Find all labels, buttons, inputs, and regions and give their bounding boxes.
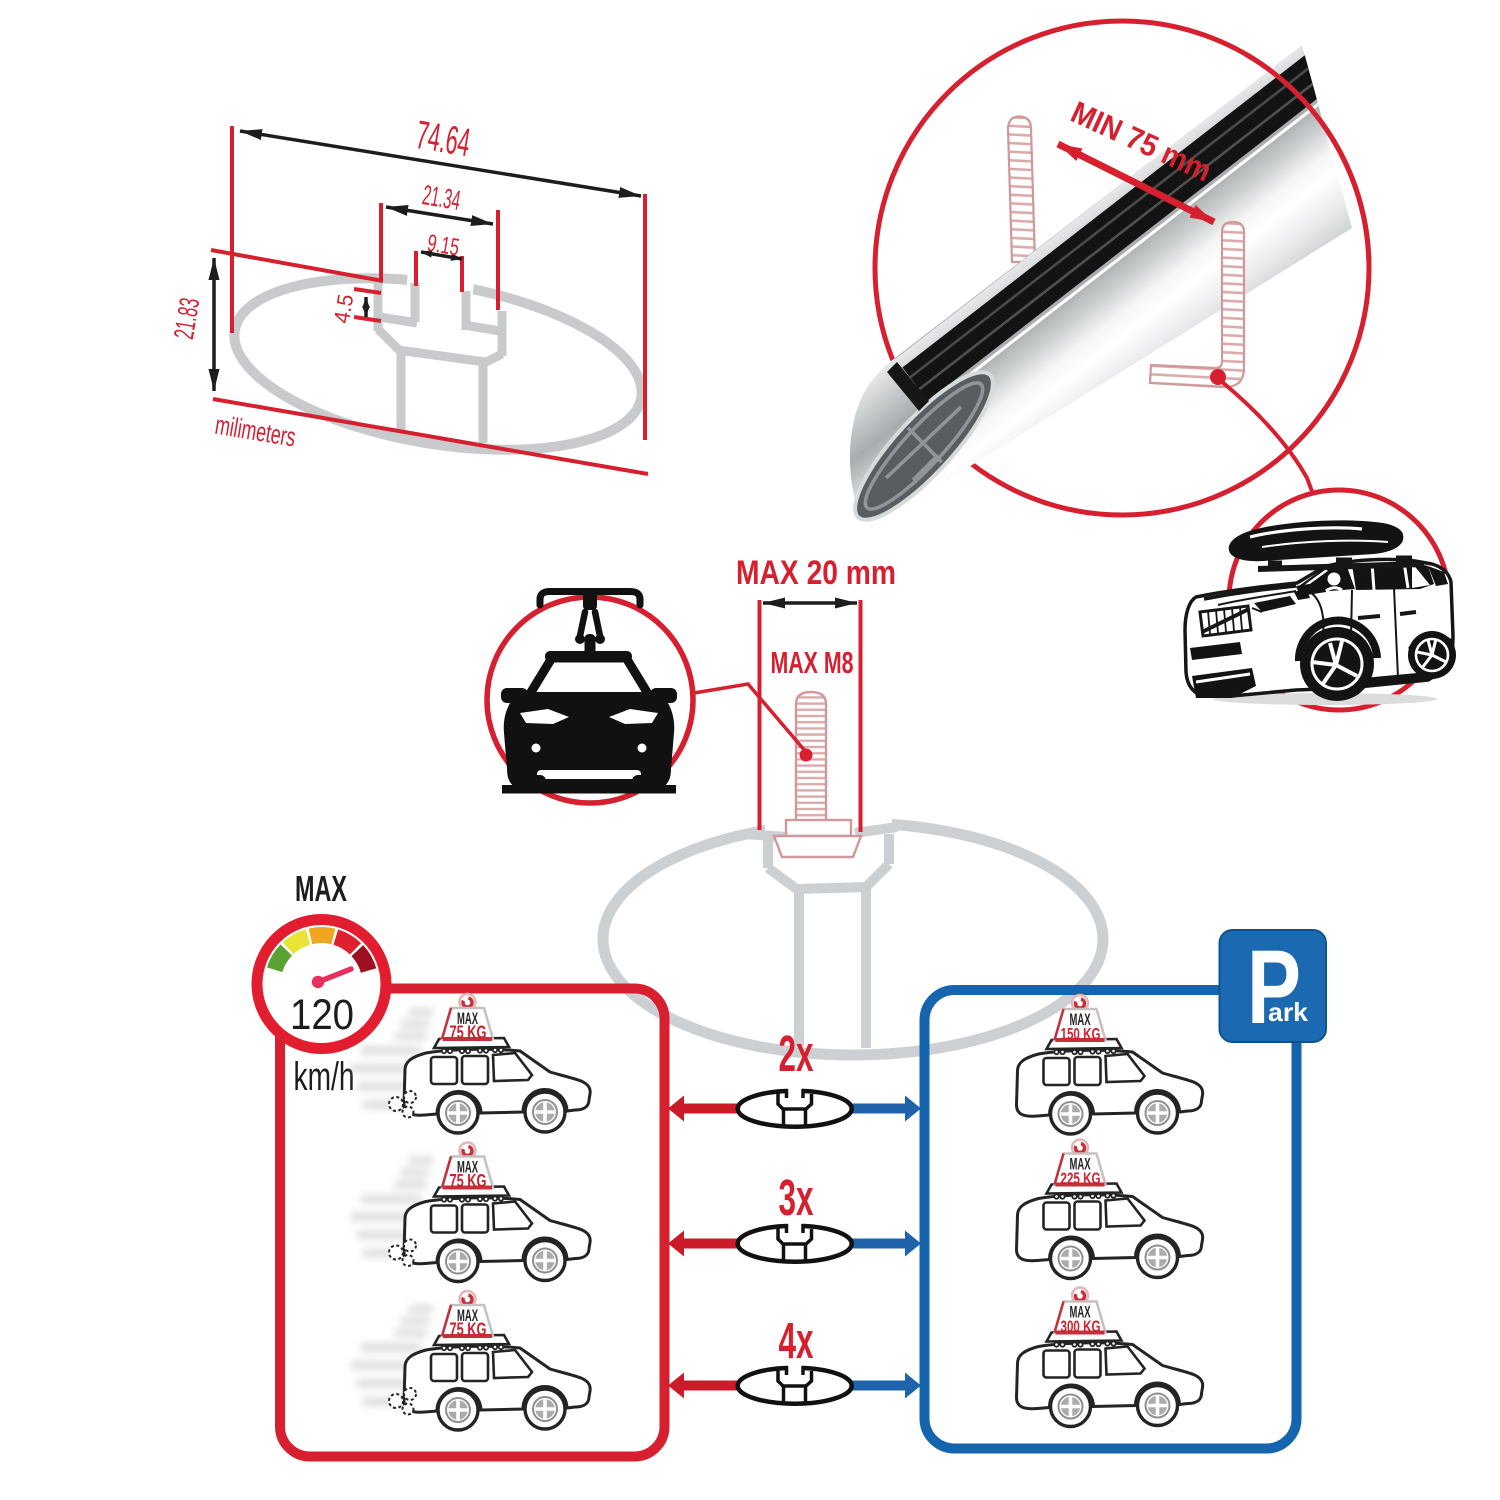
svg-text:75 KG: 75 KG [450,1171,487,1191]
svg-text:MAX: MAX [457,1009,478,1028]
svg-text:225 KG: 225 KG [1061,1169,1101,1188]
svg-text:150 KG: 150 KG [1061,1025,1101,1044]
svg-text:75 KG: 75 KG [450,1320,487,1340]
svg-text:21.34: 21.34 [420,179,463,216]
svg-text:2x: 2x [779,1025,814,1082]
svg-text:4.5: 4.5 [329,292,358,325]
svg-text:MAX: MAX [1070,1010,1091,1029]
svg-text:MAX: MAX [457,1158,478,1177]
svg-text:ark: ark [1268,997,1309,1027]
svg-text:120: 120 [290,991,354,1039]
svg-text:MAX: MAX [295,868,347,909]
svg-text:74.64: 74.64 [413,113,473,165]
svg-text:MAX: MAX [1070,1155,1091,1174]
svg-text:21.83: 21.83 [168,296,205,342]
svg-text:MAX: MAX [457,1306,478,1325]
svg-text:300 KG: 300 KG [1061,1317,1101,1336]
svg-text:75 KG: 75 KG [450,1023,487,1043]
svg-text:km/h: km/h [294,1055,355,1099]
svg-text:4x: 4x [779,1312,814,1369]
svg-text:3x: 3x [779,1169,814,1226]
svg-text:9.15: 9.15 [425,230,461,262]
svg-text:MAX 20 mm: MAX 20 mm [736,554,896,592]
svg-text:P: P [1247,929,1301,1046]
svg-text:MAX: MAX [1070,1303,1091,1322]
svg-text:MAX M8: MAX M8 [771,645,854,680]
